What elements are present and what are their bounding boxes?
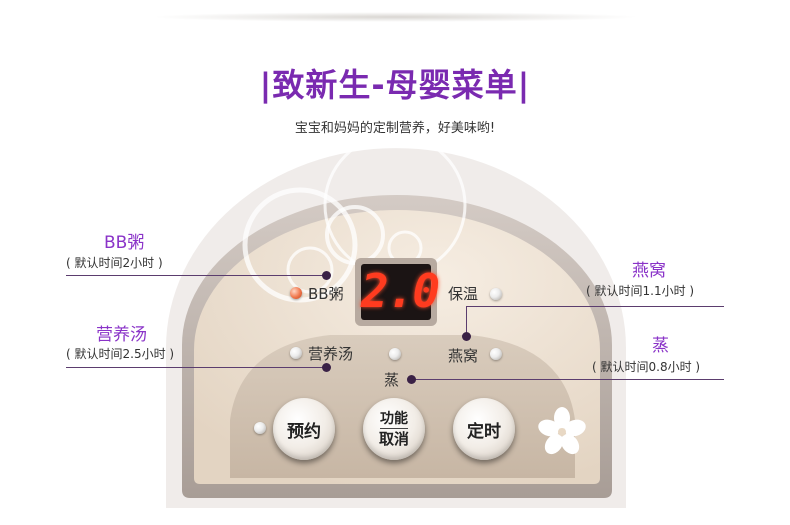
display-screen <box>361 264 431 320</box>
display-digits: 2.0 <box>361 264 440 318</box>
led-yingyangtang <box>290 347 302 359</box>
page-title: |致新生-母婴菜单| <box>259 66 531 104</box>
label-zheng: 蒸 <box>384 371 400 389</box>
callout-yanwo-title: 燕窝 <box>632 261 666 281</box>
led-baowen <box>490 288 502 300</box>
led-bbzhou <box>290 287 302 299</box>
yuyue-button[interactable]: 预约 <box>273 398 335 460</box>
label-yanwo: 燕窝 <box>448 347 479 365</box>
callout-zheng-title: 蒸 <box>652 336 669 356</box>
callout-bbzhou-dot <box>322 271 331 280</box>
callout-yanwo-note: ( 默认时间1.1小时 ) <box>586 284 695 298</box>
function-cancel-button[interactable]: 功能 取消 <box>363 398 425 460</box>
callout-yingyangtang-line <box>66 367 328 368</box>
led-yuyue <box>254 422 266 434</box>
callout-yingyangtang-dot <box>322 363 331 372</box>
page-subtitle: 宝宝和妈妈的定制营养，好美味哟! <box>294 121 496 136</box>
callout-zheng-dot <box>407 375 416 384</box>
callout-zheng-note: ( 默认时间0.8小时 ) <box>592 360 701 374</box>
gongneng-label: 功能 <box>380 410 408 429</box>
callout-yanwo-line <box>466 306 724 307</box>
callout-yanwo-dot <box>462 332 471 341</box>
callout-yingyangtang-title: 营养汤 <box>96 325 147 345</box>
label-baowen: 保温 <box>448 285 479 303</box>
callout-bbzhou-note: ( 默认时间2小时 ) <box>66 256 163 270</box>
top-divider <box>150 12 640 22</box>
callout-yanwo-vline <box>466 306 467 335</box>
flower-icon <box>538 407 586 455</box>
led-yanwo <box>490 348 502 360</box>
led-zheng <box>389 348 401 360</box>
label-yingyangtang: 营养汤 <box>308 345 354 363</box>
dingshi-label: 定时 <box>467 421 501 442</box>
callout-bbzhou-line <box>66 275 328 276</box>
dingshi-button[interactable]: 定时 <box>453 398 515 460</box>
callout-bbzhou-title: BB粥 <box>104 233 145 253</box>
callout-yingyangtang-note: ( 默认时间2.5小时 ) <box>66 347 175 361</box>
label-bbzhou: BB粥 <box>308 285 344 303</box>
quxiao-label: 取消 <box>378 429 409 448</box>
callout-zheng-line <box>412 379 724 380</box>
yuyue-label: 预约 <box>287 421 321 442</box>
